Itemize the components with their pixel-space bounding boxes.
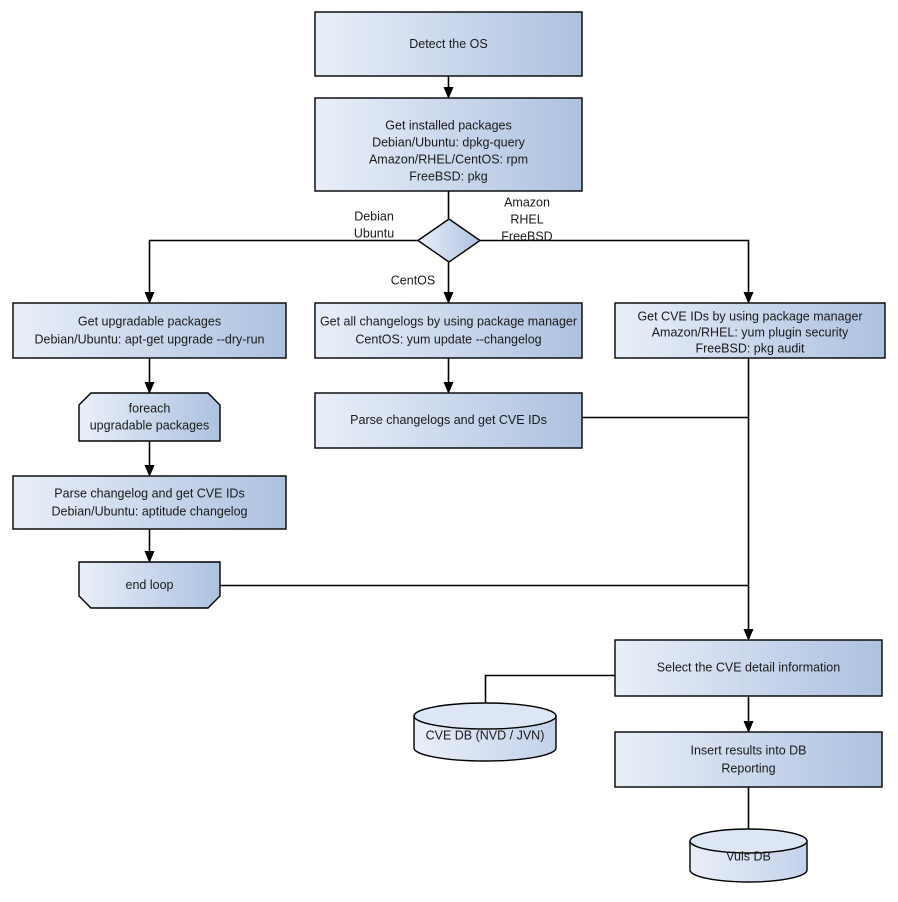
node-select-cve-detail-label: Select the CVE detail information [657,660,840,674]
node-get-installed-packages-line-4: FreeBSD: pkg [409,169,488,183]
node-parse-changelog-cve-deb-line-1: Parse changelog and get CVE IDs [54,486,244,500]
node-insert-results-db-line-1: Insert results into DB [690,743,806,757]
node-parse-changelog-cve-deb-line-2: Debian/Ubuntu: aptitude changelog [52,504,248,518]
node-parse-changelogs-cve[interactable]: Parse changelogs and get CVE IDs [314,392,583,449]
edge-decision-to-upgradable [144,239,418,304]
node-get-installed-packages-line-3: Amazon/RHEL/CentOS: rpm [369,152,528,166]
edge-label-freebsd: FreeBSD [501,229,552,243]
node-get-upgradable-packages-line-1: Get upgradable packages [78,314,221,328]
edge-cveids-to-select [743,358,754,641]
edge-decision-to-cveids [480,239,754,304]
node-end-loop-label: end loop [126,578,174,592]
edge-decision-to-changelogs [443,262,454,304]
node-get-all-changelogs-line-1: Get all changelogs by using package mana… [320,314,577,328]
node-detect-os-label: Detect the OS [409,37,488,51]
node-foreach-loop-start-line-1: foreach [129,401,171,415]
node-parse-changelog-cve-deb[interactable]: Parse changelog and get CVE IDs Debian/U… [12,475,287,530]
node-detect-os[interactable]: Detect the OS [314,11,583,77]
edge-detect-to-installed [443,76,454,99]
edge-label-amazon: Amazon [504,195,550,209]
node-get-cve-ids-pkgmgr-line-3: FreeBSD: pkg audit [695,341,805,355]
edge-select-to-insert [743,696,754,733]
node-insert-results-db-line-2: Reporting [721,761,775,775]
node-get-installed-packages[interactable]: Get installed packages Debian/Ubuntu: dp… [314,97,583,192]
edge-select-to-cvedb [484,674,615,712]
node-end-loop[interactable]: end loop [78,561,221,609]
node-get-upgradable-packages-line-2: Debian/Ubuntu: apt-get upgrade --dry-run [35,332,265,346]
edge-label-centos-text: CentOS [391,273,435,287]
connector-layer [144,76,754,836]
edge-label-centos: CentOS [391,273,435,287]
node-get-upgradable-packages[interactable]: Get upgradable packages Debian/Ubuntu: a… [12,302,287,359]
edge-changelogs-to-parse [443,358,454,394]
node-insert-results-db[interactable]: Insert results into DB Reporting [614,731,883,788]
edge-label-debian-ubuntu: Debian Ubuntu [354,209,394,240]
edge-foreach-to-parse [144,441,155,477]
node-vuls-db-label: Vuls DB [726,849,771,863]
edge-label-rhel: RHEL [510,212,543,226]
node-parse-changelogs-cve-label: Parse changelogs and get CVE IDs [350,413,547,427]
edge-label-debian: Debian [354,209,394,223]
edge-label-amazon-rhel-freebsd: Amazon RHEL FreeBSD [501,195,552,243]
edge-upgradable-to-foreach [144,358,155,394]
node-select-cve-detail[interactable]: Select the CVE detail information [614,639,883,697]
node-cve-db-label: CVE DB (NVD / JVN) [426,728,545,742]
node-get-installed-packages-line-2: Debian/Ubuntu: dpkg-query [372,135,526,149]
node-foreach-loop-start-line-2: upgradable packages [90,418,210,432]
node-get-cve-ids-pkgmgr[interactable]: Get CVE IDs by using package manager Ama… [614,302,886,359]
node-get-installed-packages-line-1: Get installed packages [385,118,511,132]
edge-label-ubuntu: Ubuntu [354,226,394,240]
node-get-cve-ids-pkgmgr-line-1: Get CVE IDs by using package manager [637,309,862,323]
node-cve-db[interactable]: CVE DB (NVD / JVN) [413,702,557,762]
node-vuls-db[interactable]: Vuls DB [689,828,808,883]
node-get-all-changelogs-line-2: CentOS: yum update --changelog [355,332,541,346]
node-get-all-changelogs[interactable]: Get all changelogs by using package mana… [314,302,583,359]
node-get-cve-ids-pkgmgr-line-2: Amazon/RHEL: yum plugin security [652,325,849,339]
node-os-decision[interactable] [416,218,482,263]
edge-parse-to-endloop [144,529,155,563]
node-foreach-loop-start[interactable]: foreach upgradable packages [78,392,221,442]
